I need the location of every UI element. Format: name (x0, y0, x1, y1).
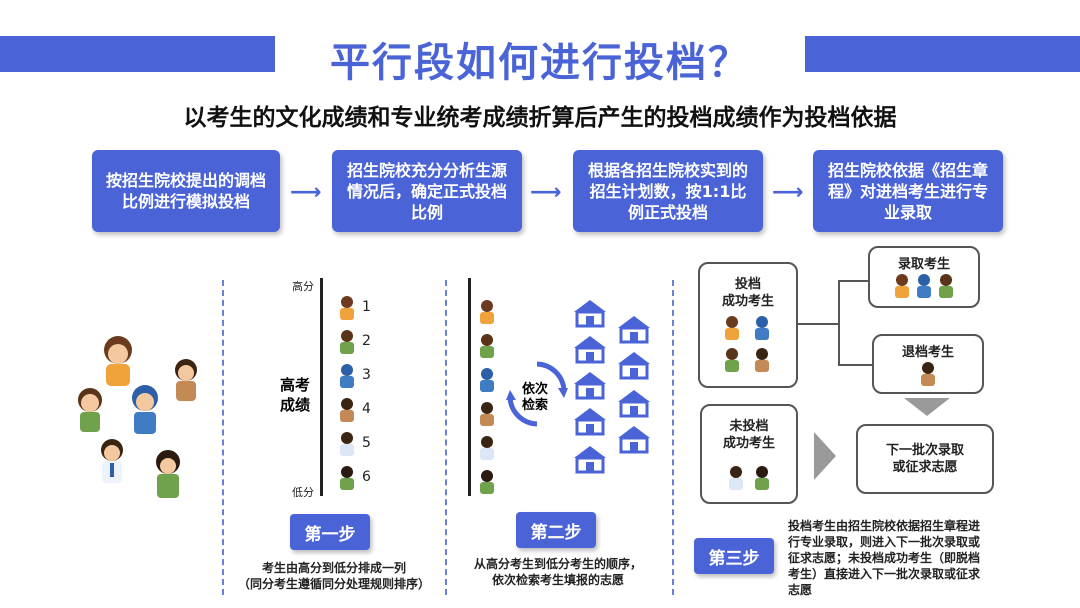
rank-6: 6 (362, 469, 371, 485)
step2-desc-line1: 从高分考生到低分考生的顺序， (473, 557, 642, 571)
step3-desc-line3: 征求志愿；未投档成功考生（即脱档 (788, 551, 981, 565)
step2-axis (468, 278, 471, 496)
success-students-icon (725, 316, 769, 372)
success-label-line2: 成功考生 (721, 294, 774, 309)
divider-3 (672, 280, 674, 595)
axis-title-line1: 高考 (280, 376, 311, 394)
next-batch-line1: 下一批次录取 (885, 443, 964, 458)
ranked-students-icon (340, 296, 354, 490)
step1-desc-line1: 考生由高分到低分排成一列 (261, 561, 406, 575)
page-title: 平行段如何进行投档？ (330, 40, 750, 86)
page-subtitle: 以考生的文化成绩和专业统考成绩折算后产生的投档成绩作为投档依据 (183, 105, 897, 131)
cycle-label-line1: 依次 (522, 382, 549, 397)
connector-bottom (838, 364, 872, 366)
step1-desc-line2: （同分考生遵循同分处理规则排序） (237, 577, 430, 591)
rank-4: 4 (362, 401, 371, 417)
score-axis (320, 278, 323, 496)
step3-desc-line2: 行专业录取，则进入下一批次录取或 (788, 535, 981, 549)
cycle-label-line2: 检索 (522, 398, 549, 413)
flow-step-4: 招生院校依据《招生章程》对进档考生进行专业录取 (813, 150, 1003, 232)
rank-3: 3 (362, 367, 371, 383)
divider-2 (445, 280, 447, 595)
divider-1 (222, 280, 224, 595)
step2-desc-line2: 依次检索考生填报的志愿 (491, 573, 624, 587)
next-batch-box (856, 424, 994, 494)
flow-arrow-3: ⟶ (772, 180, 804, 205)
flow-arrow-2: ⟶ (530, 180, 562, 205)
flow-step-1: 按招生院校提出的调档比例进行模拟投档 (92, 150, 280, 232)
step2-students-icon (480, 300, 494, 494)
flow-step-2: 招生院校充分分析生源情况后，确定正式投档比例 (332, 150, 522, 232)
high-score-label: 高分 (292, 280, 314, 293)
next-batch-line2: 或征求志愿 (892, 460, 958, 475)
step3-desc-line5: 志愿 (788, 583, 813, 597)
connector-vertical (838, 280, 840, 366)
rejected-student-icon (921, 362, 935, 386)
cycle-arrow-icon (506, 361, 568, 427)
low-score-label: 低分 (292, 486, 314, 499)
flow-step-3: 根据各招生院校实到的招生计划数，按1:1比例正式投档 (573, 150, 763, 232)
student-group-illustration (78, 336, 197, 498)
success-students-box (698, 262, 798, 388)
right-arrow-icon (814, 432, 836, 480)
fail-label-line2: 成功考生 (722, 436, 775, 451)
step1-badge: 第一步 (290, 514, 370, 550)
rank-2: 2 (362, 333, 371, 349)
flow-arrow-1: ⟶ (290, 180, 322, 205)
fail-students-box (700, 404, 798, 504)
connector-horizontal (798, 323, 838, 325)
rank-5: 5 (362, 435, 371, 451)
step3-badge: 第三步 (694, 538, 774, 574)
axis-title-line2: 成绩 (280, 396, 311, 414)
step2-badge: 第二步 (516, 512, 596, 548)
rank-1: 1 (362, 299, 371, 315)
down-arrow-icon (904, 398, 950, 416)
success-label-line1: 投档 (734, 277, 761, 292)
fail-label-line1: 未投档 (729, 419, 769, 434)
rejected-label: 退档考生 (901, 345, 954, 360)
connector-top (838, 280, 868, 282)
step3-desc-line4: 考生）直接进入下一批次录取或征求 (788, 567, 981, 581)
school-buildings-icon (572, 298, 652, 474)
fail-students-icon (729, 466, 769, 490)
admitted-students-icon (895, 274, 953, 298)
header-band-left (0, 36, 275, 72)
admitted-label: 录取考生 (897, 257, 950, 272)
step3-desc-line1: 投档考生由招生院校依据招生章程进 (788, 519, 981, 533)
header-band-right (805, 36, 1080, 72)
